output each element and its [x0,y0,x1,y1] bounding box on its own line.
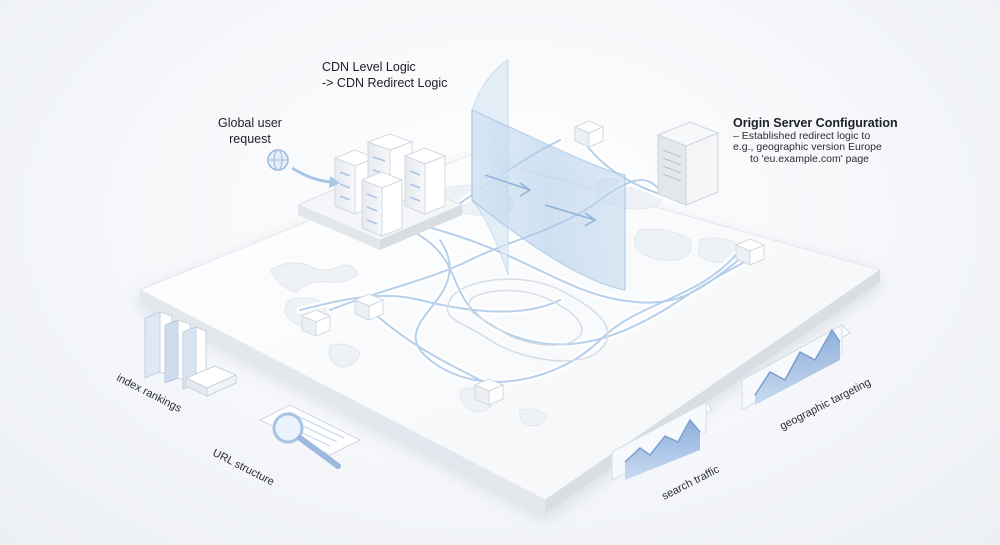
request-arrow [291,166,340,188]
cdn-level-logic-label: CDN Level Logic [322,60,416,74]
origin-server-line3: to 'eu.example.com' page [750,153,869,165]
cdn-server-cluster [296,133,464,250]
geographic-targeting-chart [741,324,851,411]
global-user-request-label: Global user request [218,116,282,146]
origin-server-line1: – Established redirect logic to [733,130,871,142]
origin-server-line2: e.g., geographic version Europe [733,141,882,153]
cdn-redirect-glass-panel [471,59,626,291]
edge-node [573,120,605,148]
books-icon [144,311,238,397]
edge-node [734,238,766,266]
magnifying-glass-icon [272,412,341,469]
origin-server-icon [656,121,720,206]
origin-server-title: Origin Server Configuration [733,116,898,130]
globe-icon [267,149,289,171]
search-traffic-chart [611,401,713,481]
server-icon [360,171,404,237]
server-icon [403,147,447,215]
edge-node [353,293,385,321]
edge-node [300,309,332,337]
cdn-redirect-logic-label: -> CDN Redirect Logic [322,76,448,90]
edge-node [473,378,505,406]
